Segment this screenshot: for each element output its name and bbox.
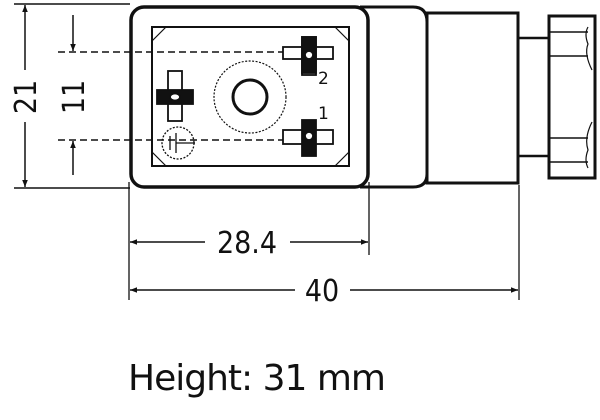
dimension-front-length-label: 28.4 <box>217 226 277 261</box>
dimension-total-length-label: 40 <box>305 274 339 309</box>
extension-lines <box>128 182 520 300</box>
connector-inner-face <box>151 26 350 167</box>
gland-neck <box>516 36 551 158</box>
center-boss-outline <box>213 60 287 134</box>
pin-2-label: 2 <box>318 69 329 89</box>
dimension-height-label: 21 <box>9 80 44 114</box>
hex-nut <box>547 14 597 180</box>
ground-pin-contact <box>156 70 194 122</box>
pin-2-contact <box>282 36 334 76</box>
height-caption: Height: 31 mm <box>128 358 386 399</box>
ground-symbol-icon <box>161 126 195 160</box>
cable-gland-housing <box>425 11 520 185</box>
pin-1-contact <box>282 119 334 157</box>
dimension-height <box>14 3 130 189</box>
pin-1-label: 1 <box>318 104 329 124</box>
connector-front-face <box>129 5 370 189</box>
center-screw-hole <box>231 78 269 116</box>
connector-body-rear <box>360 5 429 189</box>
dimension-pin-spacing-label: 11 <box>57 80 92 114</box>
corner-chamfers <box>151 26 350 167</box>
